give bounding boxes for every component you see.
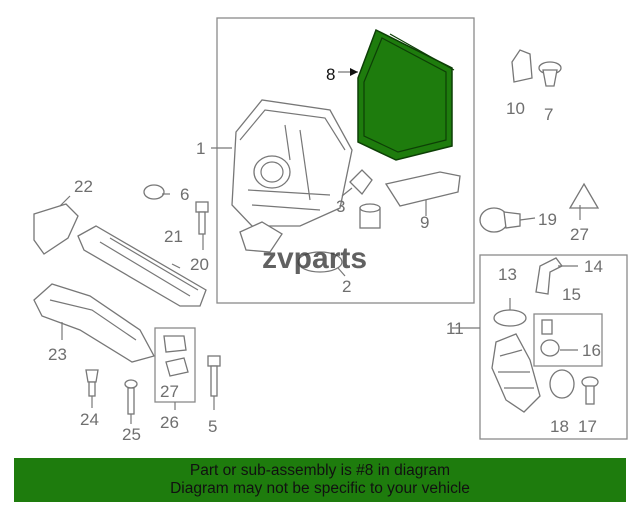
o-ring-15[interactable] [540,339,560,357]
assembly-box-11 [479,254,628,440]
label-11[interactable]: 11 [446,319,464,338]
grommet[interactable] [538,61,562,87]
bolt-19[interactable] [195,201,209,235]
damper[interactable] [359,203,381,229]
label-14[interactable]: 15 [562,285,581,304]
label-5[interactable]: 5 [208,417,217,436]
rubber-plug[interactable] [143,184,165,200]
banner-line-1: Part or sub-assembly is #8 in diagram [189,462,451,479]
air-scoop-22[interactable] [33,283,155,363]
info-banner: Part or sub-assembly is #8 in diagram Di… [14,458,626,502]
label-7[interactable]: 7 [544,105,553,124]
assembly-box-1 [216,17,475,304]
label-10[interactable]: 10 [506,99,525,118]
clamp-17[interactable] [549,369,575,399]
label-24[interactable]: 25 [122,425,141,444]
warning-label[interactable] [568,182,600,209]
label-9[interactable]: 9 [420,213,429,232]
hose-13[interactable] [535,257,563,295]
label-15[interactable]: 16 [582,341,601,360]
air-duct-21[interactable] [33,203,79,255]
label-8[interactable]: 8 [326,65,335,84]
label-25[interactable]: 26 [160,413,179,432]
label-3[interactable]: 3 [336,197,345,216]
air-filter-housing[interactable] [231,99,353,253]
label-6[interactable]: 6 [180,185,189,204]
label-20[interactable]: 21 [164,227,183,246]
air-filter-element[interactable] [357,28,455,161]
label-17[interactable]: 18 [550,417,569,436]
label-13[interactable]: 14 [584,257,603,276]
label-12[interactable]: 13 [498,265,517,284]
label-23[interactable]: 24 [80,410,99,429]
sensor-insert[interactable] [541,319,553,335]
clamp-12[interactable] [493,309,527,327]
label-22[interactable]: 23 [48,345,67,364]
air-guide-20[interactable] [77,225,207,307]
label-16[interactable]: 17 [578,417,597,436]
banner-line-2: Diagram may not be specific to your vehi… [170,480,470,497]
label-19[interactable]: 20 [190,255,209,274]
intake-hose[interactable] [384,171,461,207]
stud-16[interactable] [581,376,599,405]
bolt-24[interactable] [124,379,138,415]
seal-ring[interactable] [297,251,343,273]
bracket-clip[interactable] [349,169,373,196]
screw-23[interactable] [85,369,99,397]
label-1[interactable]: 1 [196,139,205,158]
label-18[interactable]: 19 [538,210,557,229]
intake-tube[interactable] [491,333,541,413]
arrow-8 [350,68,358,76]
label-26[interactable]: 27 [160,382,179,401]
retaining-clip[interactable] [511,49,533,83]
label-21[interactable]: 22 [74,177,93,196]
label-27[interactable]: 27 [570,225,589,244]
bracket-26-lower[interactable] [165,357,189,377]
label-2[interactable]: 2 [342,277,351,296]
leader-lines [59,71,581,424]
assembly-box-14 [533,313,603,367]
bracket-26-upper[interactable] [163,335,187,353]
bolt-5[interactable] [207,355,221,397]
watermark: zvparts [262,242,367,275]
mass-air-flow-sensor[interactable] [479,207,521,233]
